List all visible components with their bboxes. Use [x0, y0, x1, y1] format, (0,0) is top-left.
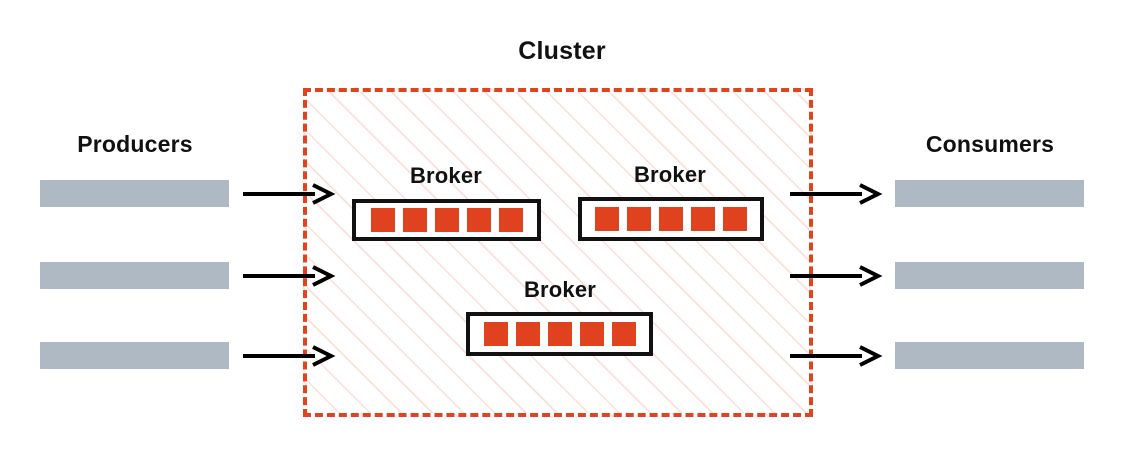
producer-arrow: [243, 265, 336, 287]
producer-arrow: [243, 183, 336, 205]
partition-cell: [515, 322, 540, 346]
partition-cell: [611, 322, 636, 346]
broker-label: Broker: [523, 277, 597, 302]
producer-node: [40, 180, 229, 207]
partition-cell: [498, 208, 523, 232]
partition-cell: [627, 207, 651, 231]
broker-node: [466, 312, 653, 356]
producers-group-label: Producers: [77, 131, 193, 157]
partition-cell: [595, 207, 619, 231]
consumer-arrow: [790, 183, 883, 205]
partition-cell: [483, 322, 508, 346]
partition-cell: [402, 208, 427, 232]
partition-cell: [370, 208, 395, 232]
partition-cell: [659, 207, 683, 231]
broker-node: [578, 197, 764, 241]
consumer-arrow: [790, 265, 883, 287]
consumer-node: [895, 262, 1084, 289]
partition-cell: [579, 322, 604, 346]
producer-node: [40, 342, 229, 369]
consumers-group-label: Consumers: [925, 131, 1055, 157]
partition-cell: [466, 208, 491, 232]
consumer-node: [895, 180, 1084, 207]
broker-label: Broker: [633, 162, 707, 187]
consumer-node: [895, 342, 1084, 369]
broker-label: Broker: [409, 163, 483, 188]
producer-node: [40, 262, 229, 289]
partition-cell: [434, 208, 459, 232]
partition-cell: [691, 207, 715, 231]
cluster-title: Cluster: [518, 37, 606, 65]
consumer-arrow: [790, 345, 883, 367]
producer-arrow: [243, 345, 336, 367]
cluster-boundary: [303, 88, 813, 417]
broker-node: [352, 199, 541, 241]
partition-cell: [547, 322, 572, 346]
partition-cell: [723, 207, 747, 231]
